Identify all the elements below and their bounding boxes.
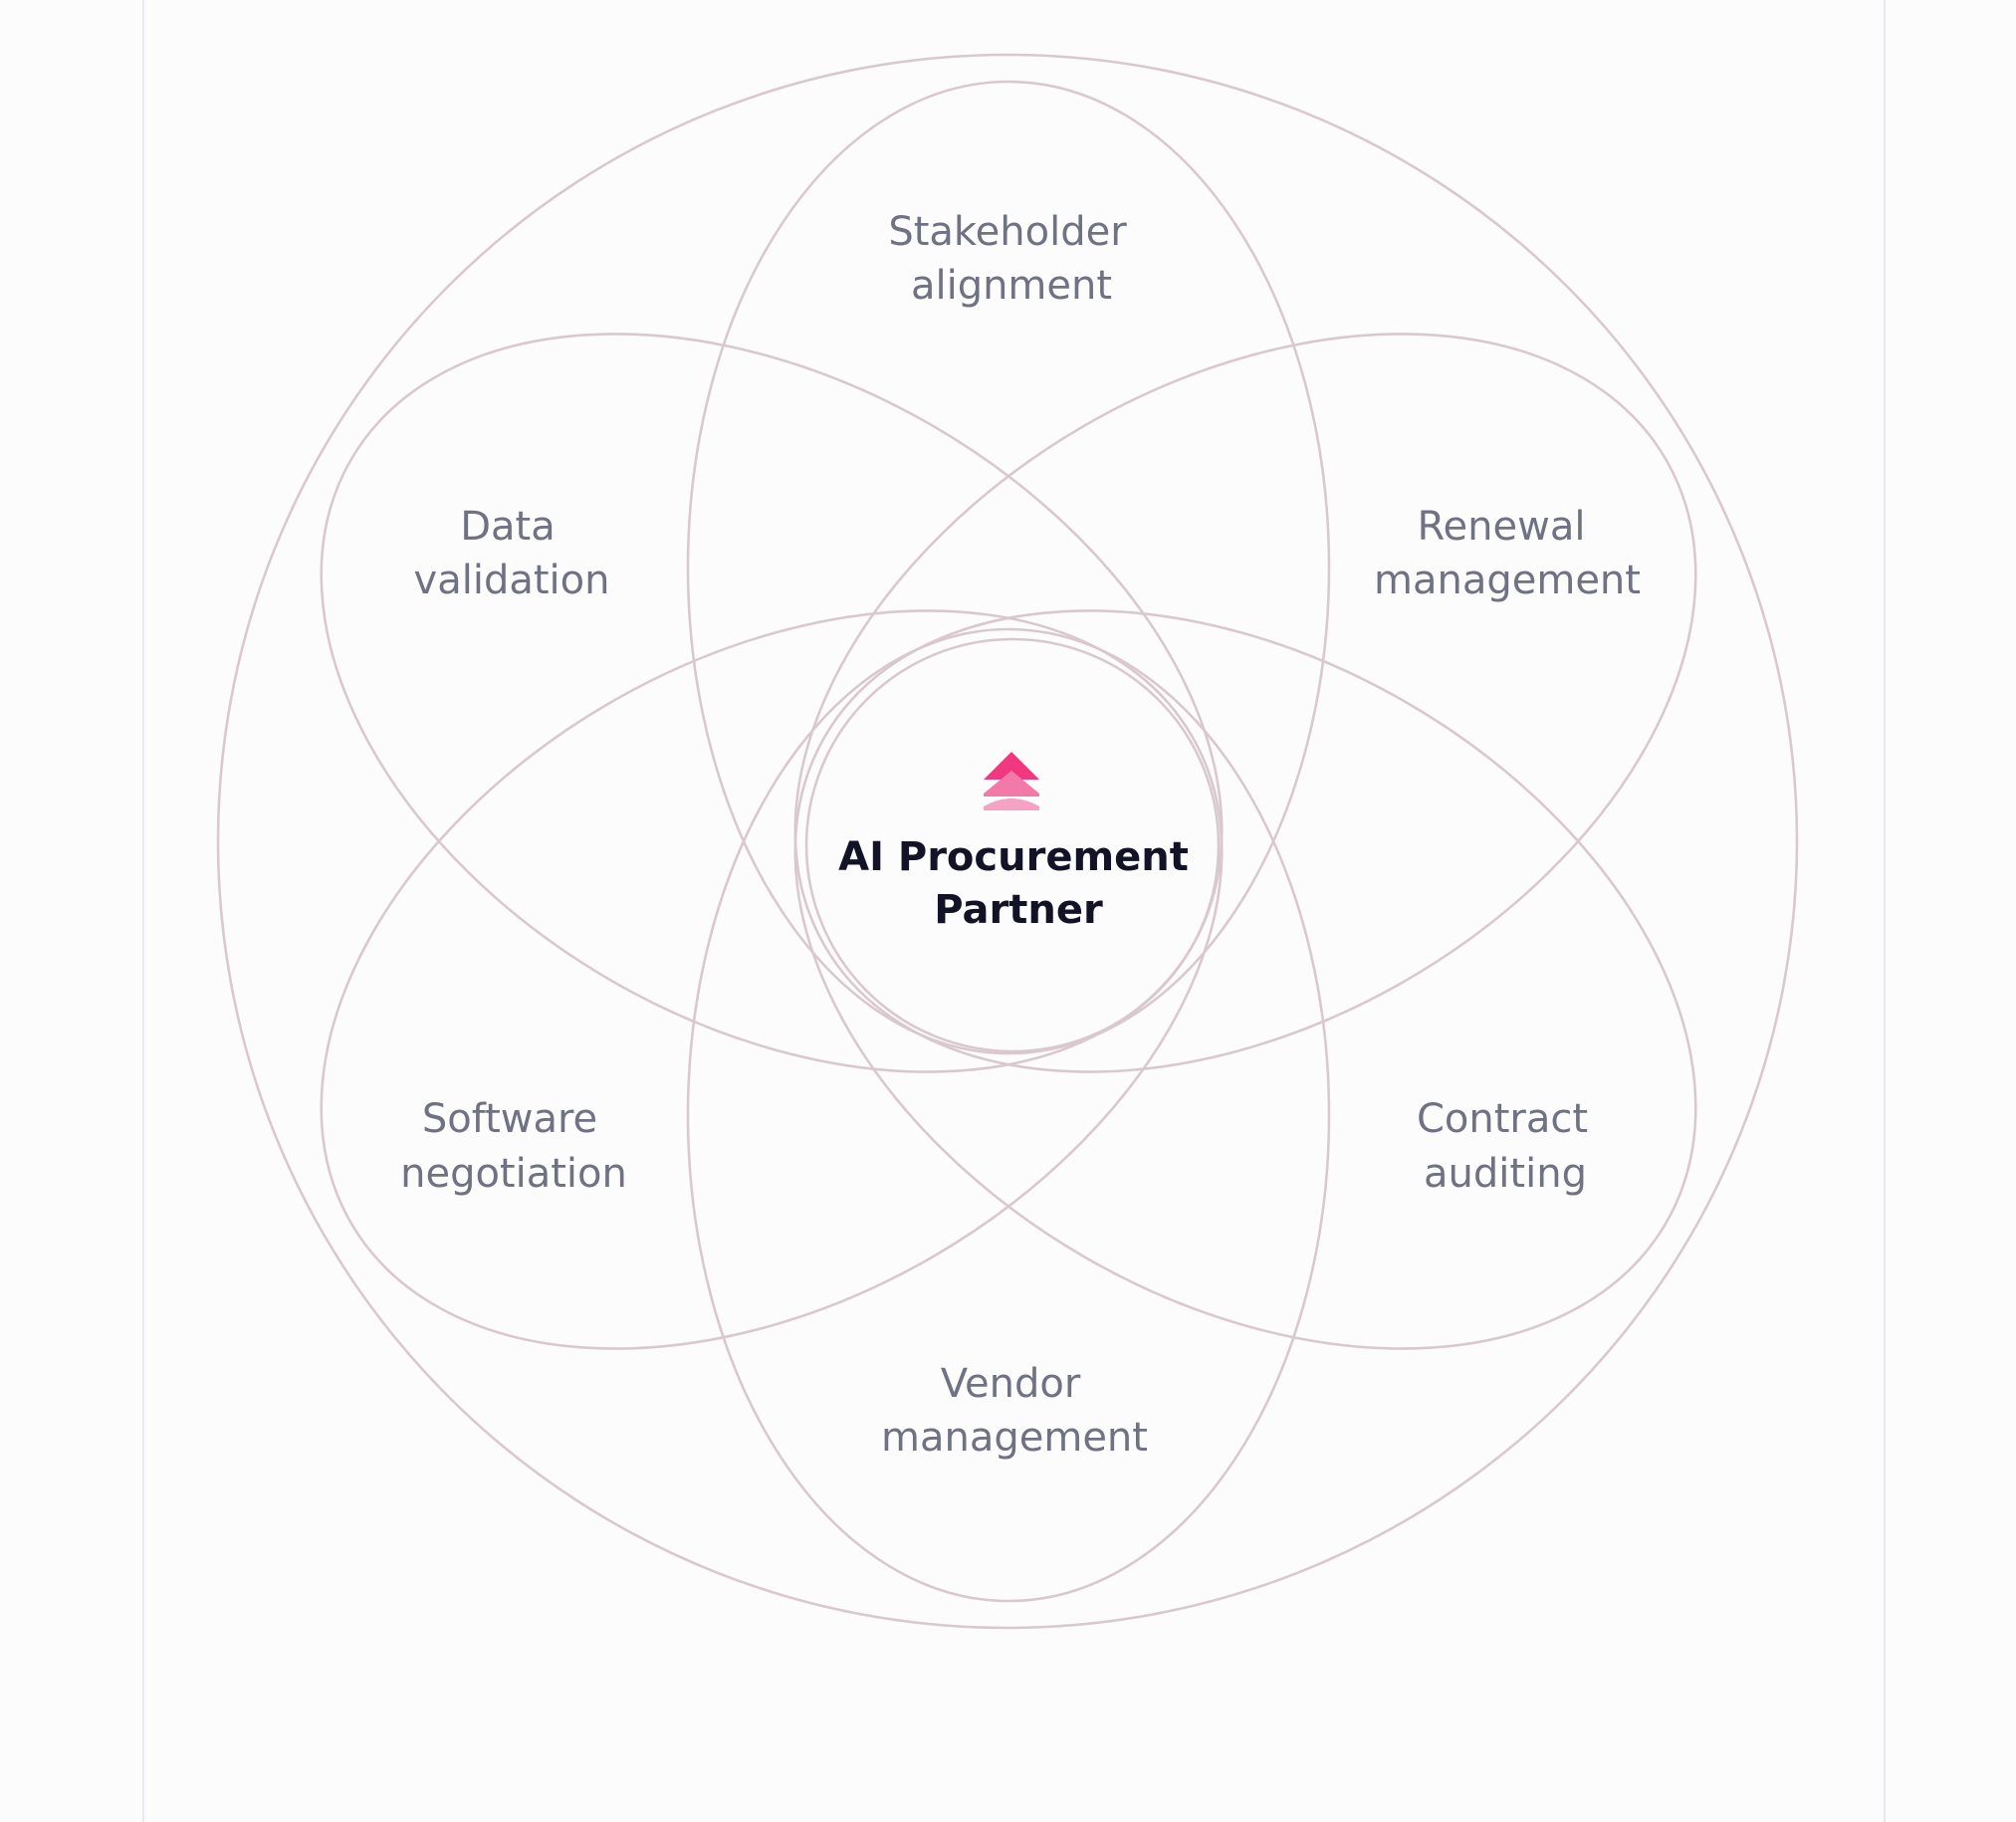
petal-renewal (793, 333, 1697, 1073)
petal-stakeholder (686, 80, 1331, 1055)
stacked-chevron-up-icon (984, 752, 1039, 810)
petal-contract (793, 609, 1697, 1350)
core-circle (804, 637, 1221, 1053)
petal-vendor (686, 627, 1331, 1603)
center-title-line2: Partner (934, 887, 1103, 933)
label-stakeholder-line1: Stakeholder (888, 209, 1127, 255)
label-contract-line1: Contract (1417, 1096, 1588, 1142)
label-software-line2: negotiation (400, 1151, 627, 1197)
label-stakeholder-line2: alignment (911, 263, 1112, 309)
label-renewal-line1: Renewal (1418, 504, 1586, 550)
label-data-line2: validation (414, 558, 610, 603)
center-title-line1: AI Procurement (838, 834, 1189, 880)
label-vendor-line1: Vendor (941, 1361, 1081, 1407)
panel-left-border (142, 0, 144, 1822)
label-vendor-line2: management (881, 1415, 1148, 1461)
label-contract-line2: auditing (1424, 1151, 1587, 1197)
outer-ring (216, 53, 1799, 1630)
panel-right-border (1884, 0, 1886, 1822)
petal-software (320, 609, 1224, 1350)
label-renewal-line2: management (1374, 558, 1641, 603)
label-data-line1: Data (460, 504, 556, 550)
label-software-line1: Software (422, 1096, 597, 1142)
